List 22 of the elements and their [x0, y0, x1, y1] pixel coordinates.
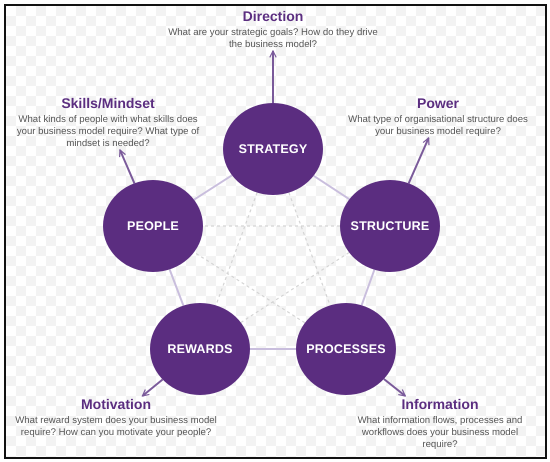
connector-line [250, 348, 296, 350]
question-text: What type of organisational structure does your business model require? [347, 114, 529, 138]
heading: Motivation [80, 396, 152, 413]
heading: Power [416, 95, 460, 112]
question-text: What information flows, processes and workflows does your business model require? [356, 415, 524, 451]
arrow [408, 137, 430, 184]
arrow [119, 149, 136, 184]
connector-line [360, 269, 376, 306]
connector-line [193, 174, 233, 201]
arrow [142, 378, 164, 397]
arrow [269, 50, 277, 103]
arrow [383, 378, 406, 397]
heading: Information [400, 396, 480, 413]
dashed-connector [194, 252, 306, 324]
heading: Skills/Mindset [60, 95, 156, 112]
connector-line [168, 269, 184, 306]
question-text: What reward system does your business model require? How can you motivate your people? [14, 415, 218, 439]
connector-line [313, 174, 350, 200]
question-text: What kinds of people with what skills does your business model require? What type of mindset is needed? [16, 114, 200, 150]
heading: Direction [242, 8, 304, 25]
dashed-connector [240, 252, 350, 323]
question-text: What are your strategic goals? How do they drive the business model? [168, 27, 378, 51]
